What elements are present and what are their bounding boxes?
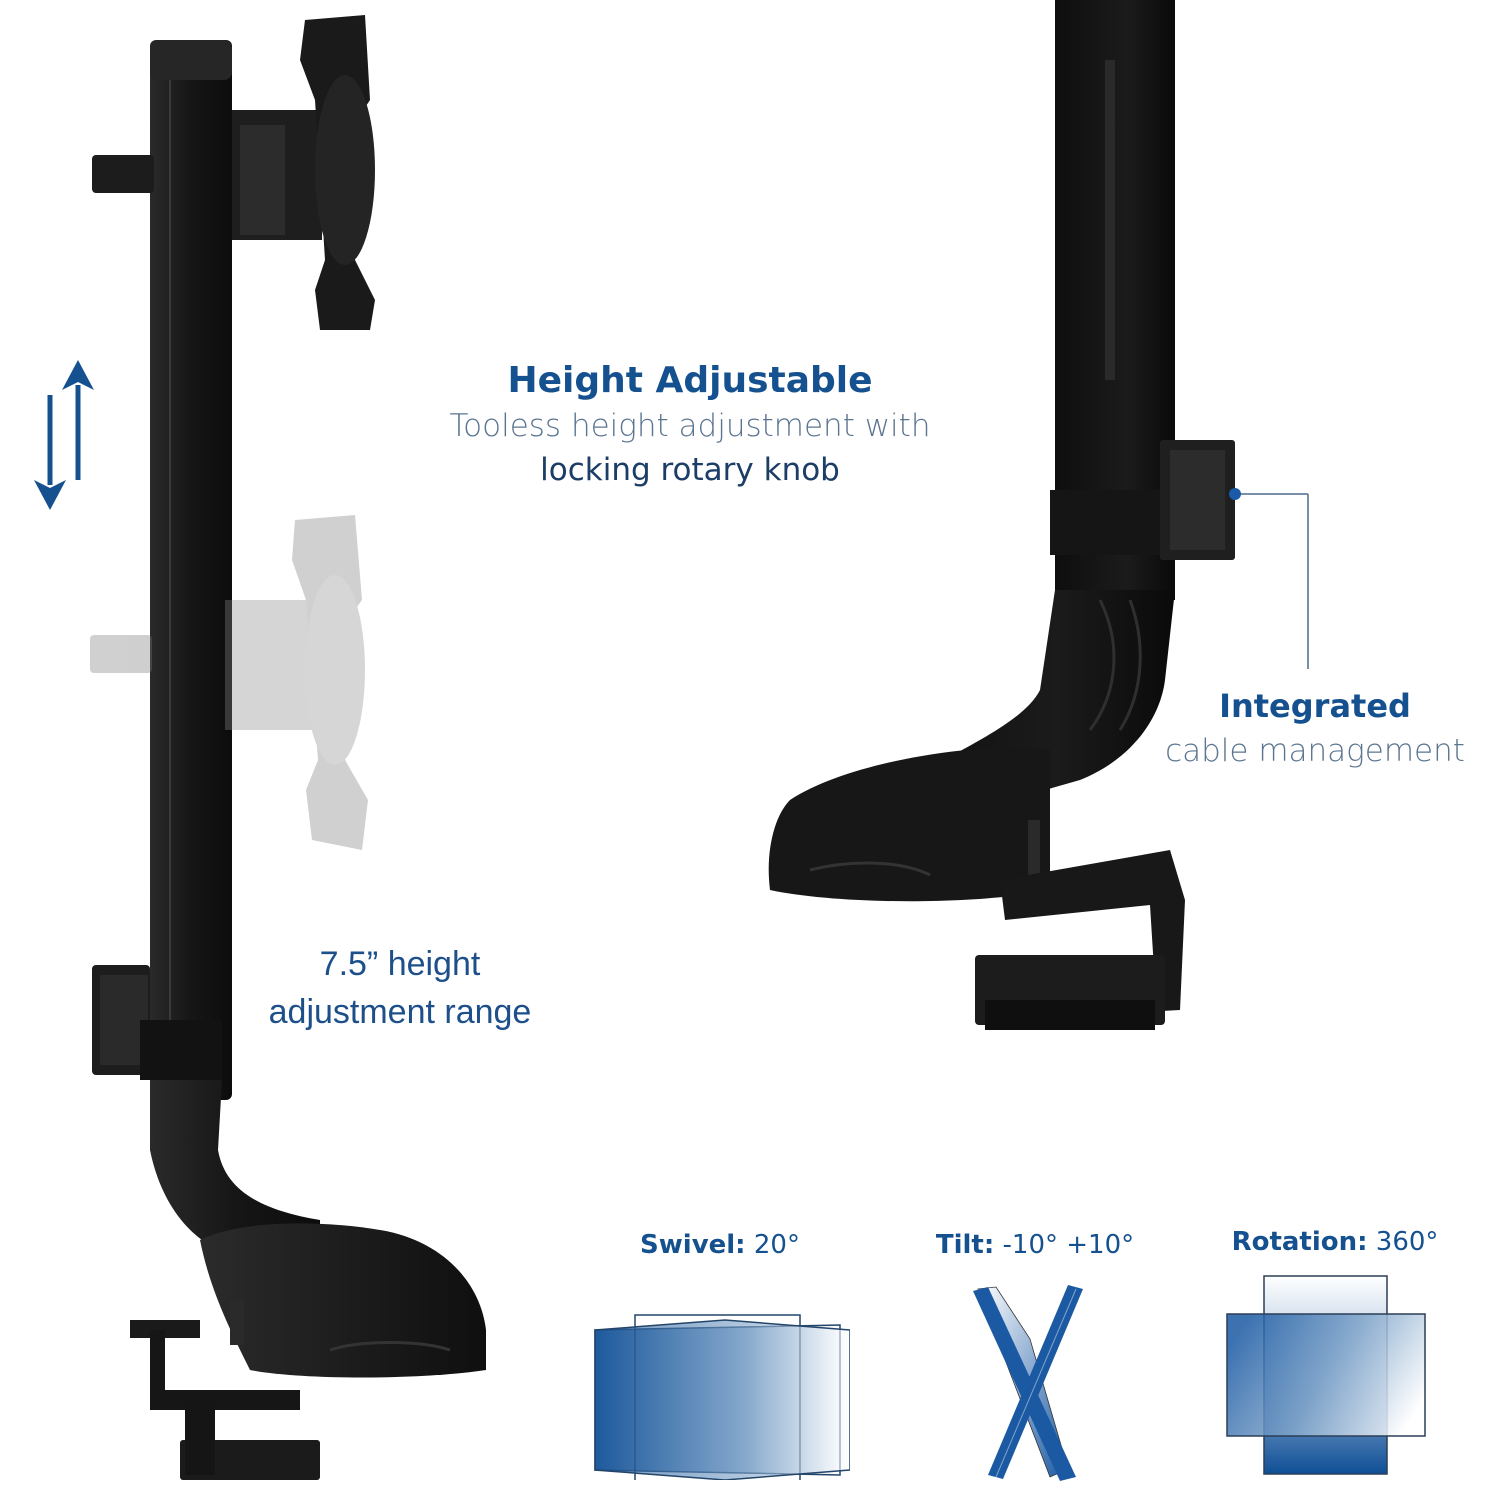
height-adjustable-line2: locking rotary knob bbox=[540, 452, 840, 488]
spec-rotation-value: 360° bbox=[1375, 1227, 1439, 1257]
callout-line bbox=[1225, 485, 1325, 670]
cable-management-block: Integrated cable management bbox=[1150, 684, 1480, 774]
height-range-line2: adjustment range bbox=[268, 993, 532, 1031]
spec-rotation-label: Rotation: bbox=[1231, 1227, 1368, 1257]
left-product-image bbox=[0, 0, 560, 1498]
swivel-icon bbox=[590, 1310, 850, 1480]
up-down-arrows-icon bbox=[30, 355, 100, 515]
tilt-icon bbox=[968, 1279, 1140, 1489]
right-product-image bbox=[760, 0, 1240, 1060]
spec-swivel: Swivel: 20° bbox=[590, 1225, 850, 1480]
spec-tilt-label: Tilt: bbox=[935, 1230, 995, 1260]
height-adjustable-block: Height Adjustable Tooless height adjustm… bbox=[440, 358, 940, 492]
height-adjustable-line1: Tooless height adjustment with bbox=[449, 408, 931, 444]
callout-dot-icon bbox=[1229, 488, 1241, 500]
cable-management-closeup bbox=[768, 0, 1235, 1030]
spec-rotation: Rotation: 360° bbox=[1220, 1222, 1450, 1477]
height-range-block: 7.5” height adjustment range bbox=[240, 940, 560, 1036]
height-adjustable-title: Height Adjustable bbox=[507, 360, 873, 401]
spec-tilt: Tilt: -10° +10° bbox=[930, 1225, 1140, 1489]
spec-swivel-label: Swivel: bbox=[640, 1230, 746, 1260]
cable-management-subtitle: cable management bbox=[1165, 733, 1465, 769]
monitor-mount-side-view bbox=[90, 15, 486, 1480]
rotation-icon bbox=[1225, 1272, 1450, 1477]
spec-tilt-value: -10° +10° bbox=[1002, 1230, 1135, 1260]
spec-swivel-value: 20° bbox=[753, 1230, 800, 1260]
cable-management-title: Integrated bbox=[1219, 687, 1411, 725]
height-range-line1: 7.5” height bbox=[319, 945, 481, 983]
